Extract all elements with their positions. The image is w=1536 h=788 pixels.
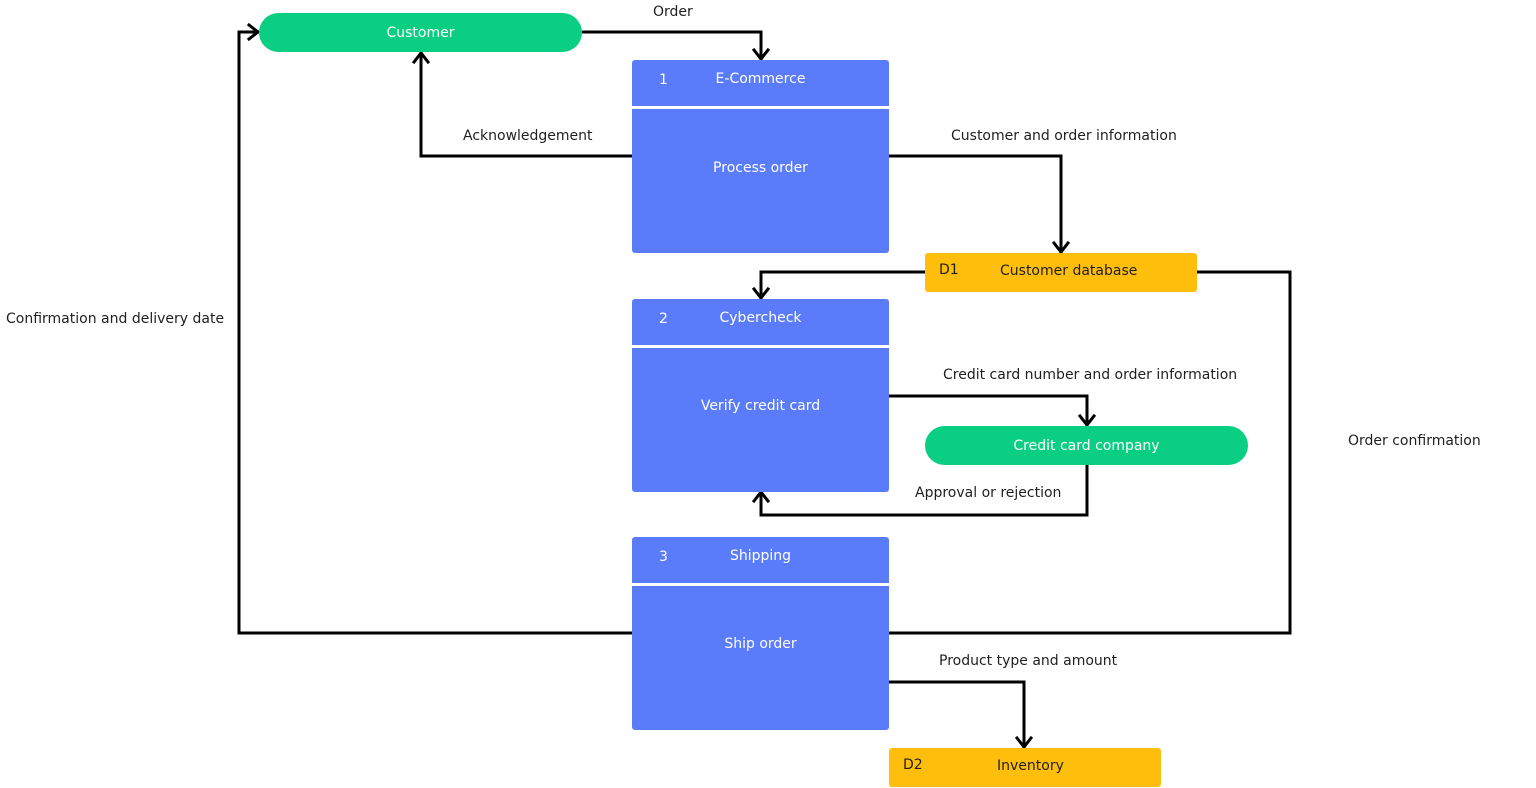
- store-inventory[interactable]: D2 Inventory: [889, 748, 1161, 787]
- flow-acknowledgement-label: Acknowledgement: [463, 128, 593, 144]
- arrowhead-icon: [751, 489, 771, 504]
- process-header: 2 Cybercheck: [632, 299, 889, 339]
- entity-customer[interactable]: Customer: [259, 13, 582, 52]
- store-name: Customer database: [1000, 263, 1138, 279]
- process-name: Shipping: [729, 548, 792, 564]
- flow-acknowledgement-line: [419, 52, 632, 158]
- process-header: 1 E-Commerce: [632, 60, 889, 100]
- flow-order-confirmation-label: Order confirmation: [1348, 433, 1481, 449]
- flow-approval-line: [759, 465, 1089, 517]
- process-divider: [632, 583, 889, 586]
- process-action: Verify credit card: [700, 398, 821, 414]
- entity-credit-card-company[interactable]: Credit card company: [925, 426, 1248, 465]
- flow-order-line: [582, 30, 763, 60]
- flow-confirmation-delivery-label: Confirmation and delivery date: [6, 311, 225, 327]
- store-id: D2: [903, 757, 923, 773]
- arrowhead-icon: [411, 50, 431, 65]
- entity-credit-card-company-label: Credit card company: [1013, 437, 1160, 454]
- process-e-commerce[interactable]: 1 E-Commerce Process order: [632, 60, 889, 253]
- arrowhead-icon: [751, 286, 771, 301]
- process-number: 1: [659, 72, 668, 88]
- arrowhead-icon: [1014, 735, 1034, 750]
- store-name: Inventory: [997, 758, 1064, 774]
- flow-customer-order-info-line: [889, 154, 1063, 253]
- flow-product-type-line: [889, 680, 1026, 748]
- store-id: D1: [939, 262, 959, 278]
- process-action: Ship order: [724, 636, 797, 652]
- flow-order-label: Order: [653, 4, 693, 20]
- process-header: 3 Shipping: [632, 537, 889, 577]
- process-name: Cybercheck: [719, 310, 802, 326]
- flow-credit-card-info-line: [889, 394, 1089, 426]
- arrowhead-icon: [751, 47, 771, 62]
- process-divider: [632, 106, 889, 109]
- process-name: E-Commerce: [715, 71, 806, 87]
- entity-customer-label: Customer: [386, 24, 455, 41]
- flow-product-type-label: Product type and amount: [939, 653, 1118, 669]
- flow-customer-order-info-label: Customer and order information: [951, 128, 1177, 144]
- flow-credit-card-info-label: Credit card number and order information: [943, 367, 1238, 383]
- process-number: 3: [659, 549, 668, 565]
- process-shipping[interactable]: 3 Shipping Ship order: [632, 537, 889, 730]
- process-cybercheck[interactable]: 2 Cybercheck Verify credit card: [632, 299, 889, 492]
- arrowhead-icon: [1077, 413, 1097, 428]
- flow-order-confirmation-line: [889, 270, 1292, 635]
- store-customer-database[interactable]: D1 Customer database: [925, 253, 1197, 292]
- process-action: Process order: [713, 160, 808, 176]
- flow-approval-label: Approval or rejection: [915, 485, 1062, 501]
- flow-db-to-cybercheck-line: [759, 270, 925, 299]
- arrowhead-icon: [246, 22, 261, 42]
- arrowhead-icon: [1051, 240, 1071, 255]
- process-number: 2: [659, 311, 668, 327]
- process-divider: [632, 345, 889, 348]
- flow-confirmation-delivery-line: [237, 30, 632, 635]
